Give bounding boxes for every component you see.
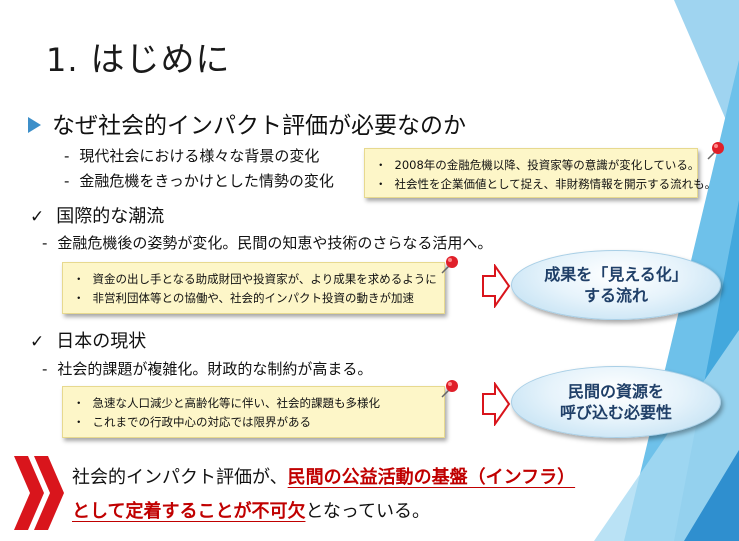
section-detail-text: 社会的課題が複雑化。財政的な制約が高まる。 — [57, 360, 373, 378]
title-text: はじめに — [90, 40, 231, 80]
background-item-text: 現代社会における様々な背景の変化 — [79, 147, 320, 165]
bubble-line: 呼び込む必要性 — [559, 403, 672, 422]
pushpin-icon — [441, 256, 458, 274]
conclusion-text: 社会的インパクト評価が、 — [72, 467, 288, 488]
note-line-text: 2008年の金融危機以降、投資家等の意識が変化している。 — [394, 158, 700, 172]
note-line: ・ 2008年の金融危機以降、投資家等の意識が変化している。 — [375, 156, 699, 175]
dot-bullet: ・ — [73, 291, 85, 305]
note-line-text: 資金の出し手となる助成財団や投資家が、より成果を求めるように — [92, 272, 437, 286]
sticky-note-international: ・資金の出し手となる助成財団や投資家が、より成果を求めるように ・非営利団体等と… — [62, 262, 445, 314]
outcome-bubble-visualize: 成果を「見える化」 する流れ — [511, 250, 721, 320]
background-item: -現代社会における様々な背景の変化 — [64, 145, 319, 166]
background-item-text: 金融危機をきっかけとした情勢の変化 — [79, 172, 334, 190]
dot-bullet: ・ — [375, 177, 387, 191]
dash-bullet: - — [42, 234, 48, 252]
main-question: なぜ社会的インパクト評価が必要なのか — [52, 113, 466, 139]
double-chevron-icon — [14, 456, 64, 530]
note-line: ・急速な人口減少と高齢化等に伴い、社会的課題も多様化 — [73, 394, 434, 413]
bubble-line: する流れ — [583, 286, 648, 305]
note-line: ・非営利団体等との協働や、社会的インパクト投資の動きが加速 — [73, 289, 434, 308]
dot-bullet: ・ — [73, 396, 85, 410]
note-line-text: 社会性を企業価値として捉え、非財務情報を開示する流れも。 — [394, 177, 717, 191]
background-item: -金融危機をきっかけとした情勢の変化 — [64, 170, 334, 191]
section-detail-japan: -社会的課題が複雑化。財政的な制約が高まる。 — [42, 358, 372, 379]
check-icon: ✓ — [30, 332, 45, 352]
section-heading-text: 日本の現状 — [56, 331, 147, 352]
outcome-bubble-private-resources: 民間の資源を 呼び込む必要性 — [511, 366, 721, 438]
section-heading-japan: ✓ 日本の現状 — [30, 327, 146, 353]
note-line: ・資金の出し手となる助成財団や投資家が、より成果を求めるように — [73, 270, 437, 289]
section-heading-international: ✓ 国際的な潮流 — [30, 202, 164, 228]
check-icon: ✓ — [30, 207, 45, 227]
conclusion-text: となっている。 — [305, 501, 431, 522]
note-line-text: 急速な人口減少と高齢化等に伴い、社会的課題も多様化 — [92, 396, 381, 410]
dot-bullet: ・ — [375, 158, 387, 172]
bubble-line: 民間の資源を — [567, 382, 664, 401]
note-line-text: これまでの行政中心の対応では限界がある — [92, 415, 312, 429]
right-arrow-icon — [482, 382, 511, 426]
dash-bullet: - — [64, 147, 70, 165]
triangle-bullet-icon — [28, 117, 41, 133]
dot-bullet: ・ — [73, 272, 85, 286]
page-title: 1. はじめに — [46, 32, 231, 81]
conclusion-line-1: 社会的インパクト評価が、民間の公益活動の基盤（インフラ） — [72, 463, 575, 489]
section-detail-international: -金融危機後の姿勢が変化。民間の知恵や技術のさらなる活用へ。 — [42, 232, 492, 253]
title-number: 1. — [46, 41, 79, 79]
conclusion-emphasis: 民間の公益活動の基盤（インフラ） — [287, 467, 576, 488]
bubble-line: 成果を「見える化」 — [544, 265, 688, 284]
note-line: ・これまでの行政中心の対応では限界がある — [73, 413, 434, 432]
note-line-text: 非営利団体等との協働や、社会的インパクト投資の動きが加速 — [92, 291, 415, 305]
dot-bullet: ・ — [73, 415, 85, 429]
right-arrow-icon — [482, 264, 511, 308]
conclusion-emphasis: として定着することが不可欠 — [72, 501, 306, 522]
dash-bullet: - — [42, 360, 48, 378]
pushpin-icon — [441, 380, 458, 398]
pushpin-icon — [707, 142, 724, 160]
section-heading-text: 国際的な潮流 — [56, 206, 165, 227]
conclusion-line-2: として定着することが不可欠となっている。 — [72, 497, 430, 523]
section-detail-text: 金融危機後の姿勢が変化。民間の知恵や技術のさらなる活用へ。 — [57, 234, 493, 252]
note-line: ・社会性を企業価値として捉え、非財務情報を開示する流れも。 — [375, 175, 716, 194]
sticky-note-financial-crisis: ・ 2008年の金融危機以降、投資家等の意識が変化している。 ・社会性を企業価値と… — [364, 148, 716, 198]
sticky-note-japan: ・急速な人口減少と高齢化等に伴い、社会的課題も多様化 ・これまでの行政中心の対応… — [62, 386, 445, 438]
dash-bullet: - — [64, 172, 70, 190]
